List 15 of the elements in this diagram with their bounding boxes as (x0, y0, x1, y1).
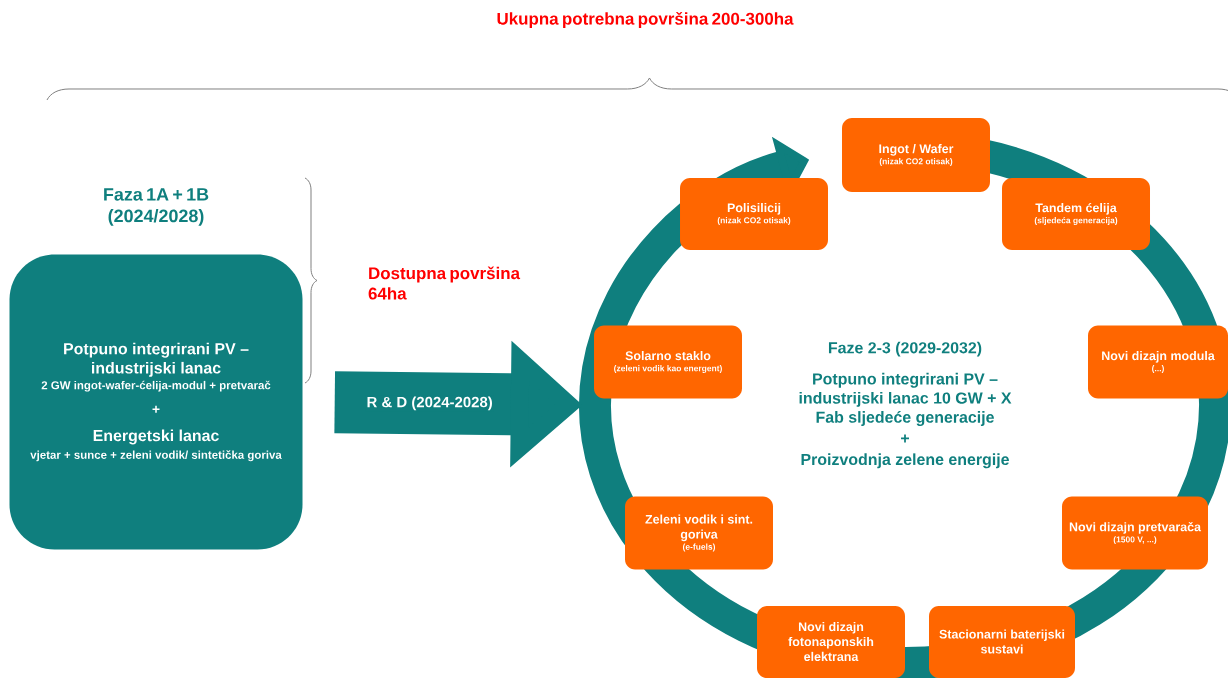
area-label: Ukupna potrebna površina 200-300ha (497, 11, 794, 29)
process-box: Novi dizajn modula (...) (1088, 325, 1228, 399)
process-box: Ingot / Wafer (nizak CO2 otisak) (842, 118, 990, 192)
center-text: Faze 2-3 (2029-2032) Potpuno integrirani PV – industrijski lanac 10 GW + X Fab sljedeće generacije + Proizvodnja zelene energije (799, 341, 1012, 469)
rounded-box: Potpuno integrirani PV – industrijski lanac 2 GW ingot-wafer-ćelija-modul + pretvarač + Energetski lanac vjetar + sunce + zeleni vodik/ sintetička goriva (9, 254, 303, 550)
process-box: Novi dizajn fotonaponskih elektrana (757, 606, 905, 678)
node-label: Potpuno integrirani PV – industrijski lanac (64, 342, 249, 377)
node-label: + (152, 405, 160, 413)
node-label: vjetar + sunce + zeleni vodik/ sintetička goriva (30, 450, 282, 462)
node-label: Energetski lanac (93, 429, 219, 445)
phase-heading: Faza 1A + 1B (2024/2028) (104, 188, 209, 226)
area-label: Dostupna površina 64ha (368, 266, 521, 300)
node-label: 2 GW ingot-wafer-ćelija-modul + pretvarač (41, 380, 271, 392)
process-box: Stacionarni baterijski sustavi (929, 606, 1075, 678)
arrow-label: R & D (2024-2028) (365, 395, 494, 412)
